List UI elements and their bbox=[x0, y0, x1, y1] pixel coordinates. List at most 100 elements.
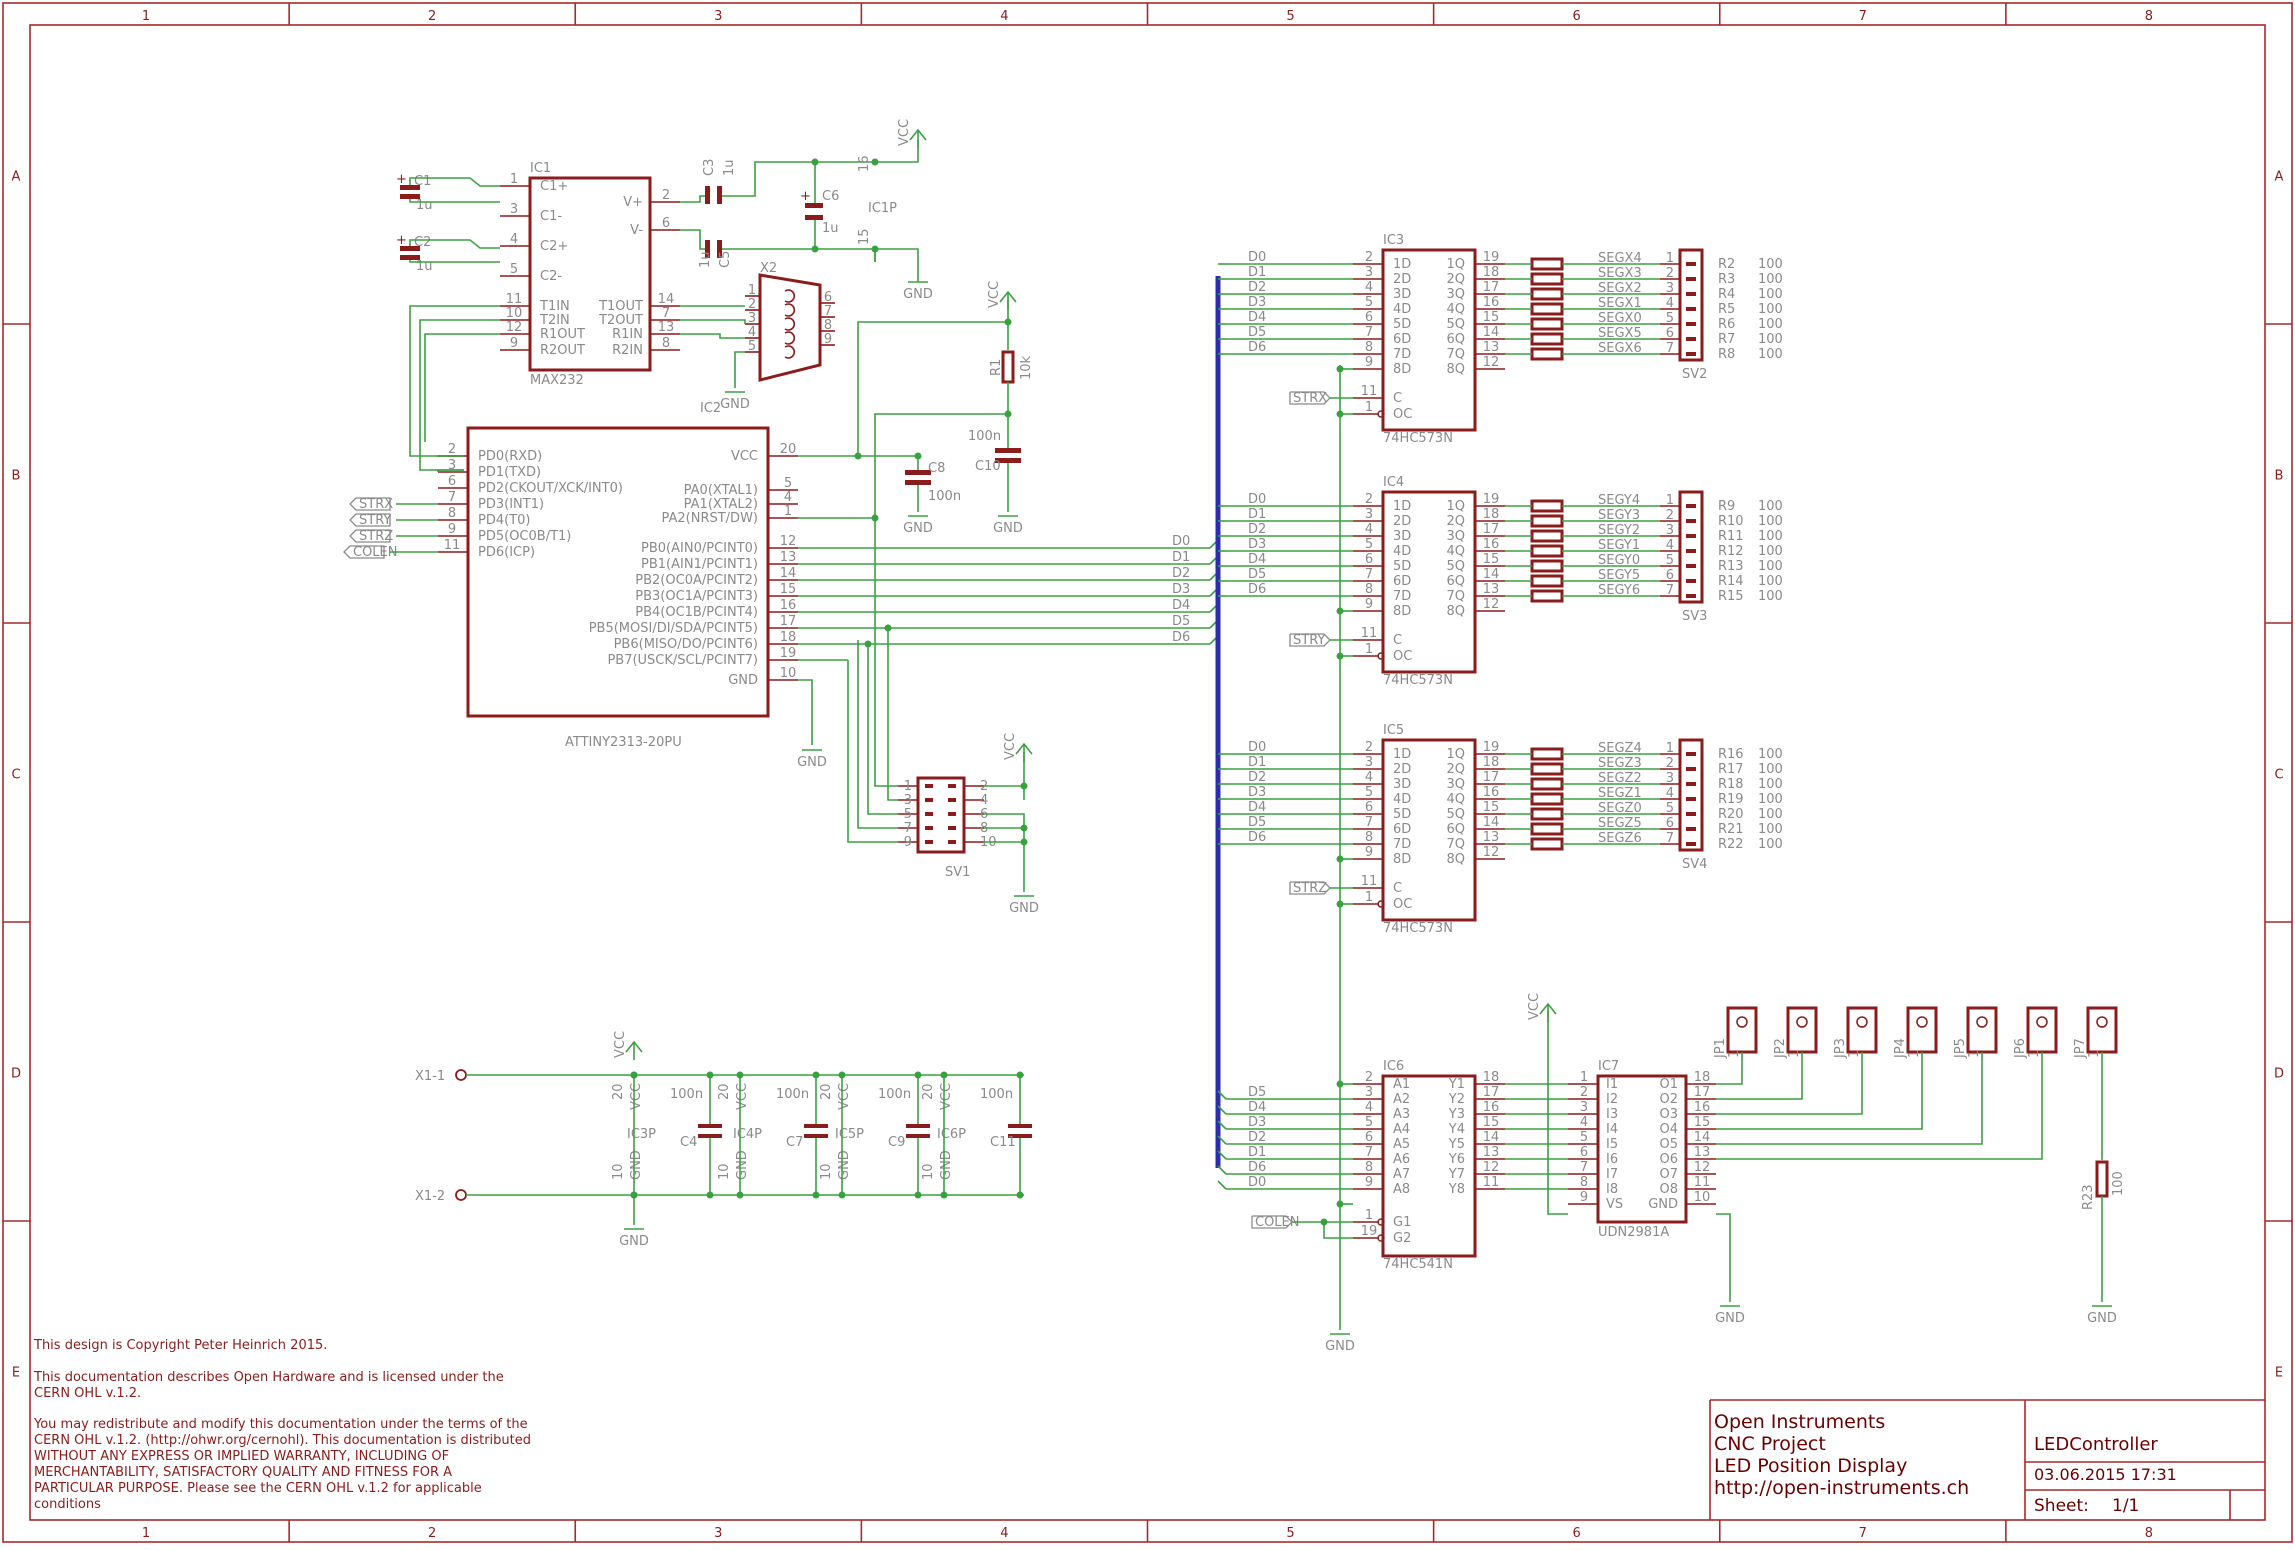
ic7-value: UDN2981A bbox=[1598, 1225, 1669, 1240]
jumper-contact bbox=[2096, 1016, 2108, 1028]
pin-number: 1 bbox=[1727, 1050, 1742, 1058]
resistor-body bbox=[1530, 559, 1564, 573]
pin-number: 5 bbox=[904, 807, 912, 822]
cap-plate bbox=[400, 194, 420, 199]
resistor-name: R14 bbox=[1718, 574, 1744, 589]
resistor-value: 100 bbox=[1758, 822, 1783, 837]
wire bbox=[1716, 1052, 1983, 1145]
pin-number: 4 bbox=[1666, 296, 1674, 311]
pin-number: 3 bbox=[1666, 281, 1674, 296]
pin-name: 1D bbox=[1393, 257, 1411, 272]
pin-number: 19 bbox=[1361, 1224, 1378, 1239]
pin-name: R2IN bbox=[612, 343, 643, 358]
ic1-name: IC1 bbox=[530, 161, 551, 176]
cap-plate bbox=[1008, 1124, 1032, 1128]
junction-dot bbox=[811, 245, 819, 253]
resistor-body bbox=[1530, 792, 1564, 806]
wire bbox=[1716, 1052, 1803, 1100]
license-line: You may redistribute and modify this doc… bbox=[33, 1417, 528, 1432]
frame-col-label: 4 bbox=[1000, 1526, 1008, 1541]
latch-body bbox=[1381, 738, 1477, 922]
pin-number: 10 bbox=[1694, 1190, 1711, 1205]
pin-number: 15 bbox=[1483, 1115, 1500, 1130]
pin-name: A7 bbox=[1393, 1167, 1410, 1182]
wire bbox=[409, 199, 500, 203]
junction-dot bbox=[706, 1191, 714, 1199]
pin-name: Y2 bbox=[1448, 1092, 1465, 1107]
jumper-body bbox=[2026, 1006, 2058, 1054]
ic2-name: IC2 bbox=[700, 401, 721, 416]
bus-label: D2 bbox=[1172, 566, 1190, 581]
frame-row-label: A bbox=[2275, 170, 2284, 185]
r1-name: R1 bbox=[989, 359, 1004, 376]
junction-dot bbox=[1336, 1080, 1344, 1088]
bus-label: D6 bbox=[1248, 1160, 1266, 1175]
resistor-value: 100 bbox=[1758, 807, 1783, 822]
x1-terminal bbox=[455, 1069, 467, 1081]
x1-label: X1-2 bbox=[415, 1189, 445, 1204]
pin-number: 6 bbox=[662, 216, 670, 231]
cap-plate bbox=[905, 470, 931, 475]
pin-number: 4 bbox=[510, 232, 518, 247]
pin-number: 8 bbox=[448, 506, 456, 521]
seg-label: SEGX4 bbox=[1598, 251, 1642, 266]
pin-number: 3 bbox=[448, 458, 456, 473]
pin-number: 13 bbox=[658, 320, 675, 335]
cap-plate bbox=[717, 186, 722, 204]
pin-number: 6 bbox=[1365, 310, 1373, 325]
pin-number: 14 bbox=[780, 566, 797, 581]
junction-dot bbox=[1016, 1191, 1024, 1199]
pin-number: 14 bbox=[658, 292, 675, 307]
pin-name: PB0(AIN0/PCINT0) bbox=[641, 541, 758, 556]
pin-number: 18 bbox=[780, 630, 797, 645]
pin-name: A3 bbox=[1393, 1107, 1410, 1122]
sv-name: SV3 bbox=[1682, 609, 1707, 624]
header-pin bbox=[1686, 549, 1696, 553]
pin-number: 1 bbox=[1967, 1050, 1982, 1058]
net-flag bbox=[1289, 633, 1331, 647]
jumper-contact bbox=[1976, 1016, 1988, 1028]
header-pin bbox=[1686, 292, 1696, 296]
header-pin bbox=[1686, 352, 1696, 356]
vcc-arrow bbox=[999, 290, 1017, 303]
seg-label: SEGZ3 bbox=[1598, 756, 1642, 771]
x1-label: X1-1 bbox=[415, 1069, 445, 1084]
pin-number: 6 bbox=[1365, 1130, 1373, 1145]
cap-plate bbox=[1008, 1134, 1032, 1138]
frame-row-label: E bbox=[2275, 1366, 2283, 1381]
junction-dot bbox=[630, 1191, 638, 1199]
pin-number: 4 bbox=[1365, 770, 1373, 785]
pin-name: G1 bbox=[1393, 1215, 1411, 1230]
pin-number: 5 bbox=[1365, 785, 1373, 800]
pin-number: 12 bbox=[1483, 355, 1500, 370]
net-flag-label: STRY bbox=[1293, 633, 1325, 648]
pin-name: Y3 bbox=[1448, 1107, 1465, 1122]
resistor-name: R3 bbox=[1718, 272, 1735, 287]
header-pin bbox=[948, 840, 956, 844]
wire bbox=[887, 628, 898, 801]
cap-plate bbox=[705, 186, 710, 204]
header-pin bbox=[1686, 842, 1696, 846]
ic1-value: MAX232 bbox=[530, 373, 584, 388]
cap-polarity: + bbox=[800, 189, 811, 204]
pin-name: PB6(MISO/DO/PCINT6) bbox=[614, 637, 758, 652]
net-flag-label: STRZ bbox=[359, 529, 393, 544]
pin-number: 5 bbox=[784, 476, 792, 491]
pin-number: 1 bbox=[510, 172, 518, 187]
cap-plate bbox=[906, 1124, 930, 1128]
license-line: CERN OHL v.1.2. bbox=[34, 1386, 141, 1401]
cap-value: 100n bbox=[776, 1087, 809, 1102]
bus-label: D4 bbox=[1248, 1100, 1266, 1115]
cap-value: 1u bbox=[698, 251, 713, 268]
pin-number: 16 bbox=[1483, 1100, 1500, 1115]
pin-number: 3 bbox=[1365, 755, 1373, 770]
frame-row-label: D bbox=[2274, 1067, 2284, 1082]
pin-number: 14 bbox=[1483, 1130, 1500, 1145]
junction-dot bbox=[940, 1071, 948, 1079]
sheet-value: 1/1 bbox=[2112, 1496, 2139, 1516]
license-line: CERN OHL v.1.2. (http://ohwr.org/cernohl… bbox=[34, 1433, 531, 1448]
pin-name: R2OUT bbox=[540, 343, 585, 358]
pin-number: 4 bbox=[748, 325, 756, 340]
resistor-body bbox=[1530, 574, 1564, 588]
